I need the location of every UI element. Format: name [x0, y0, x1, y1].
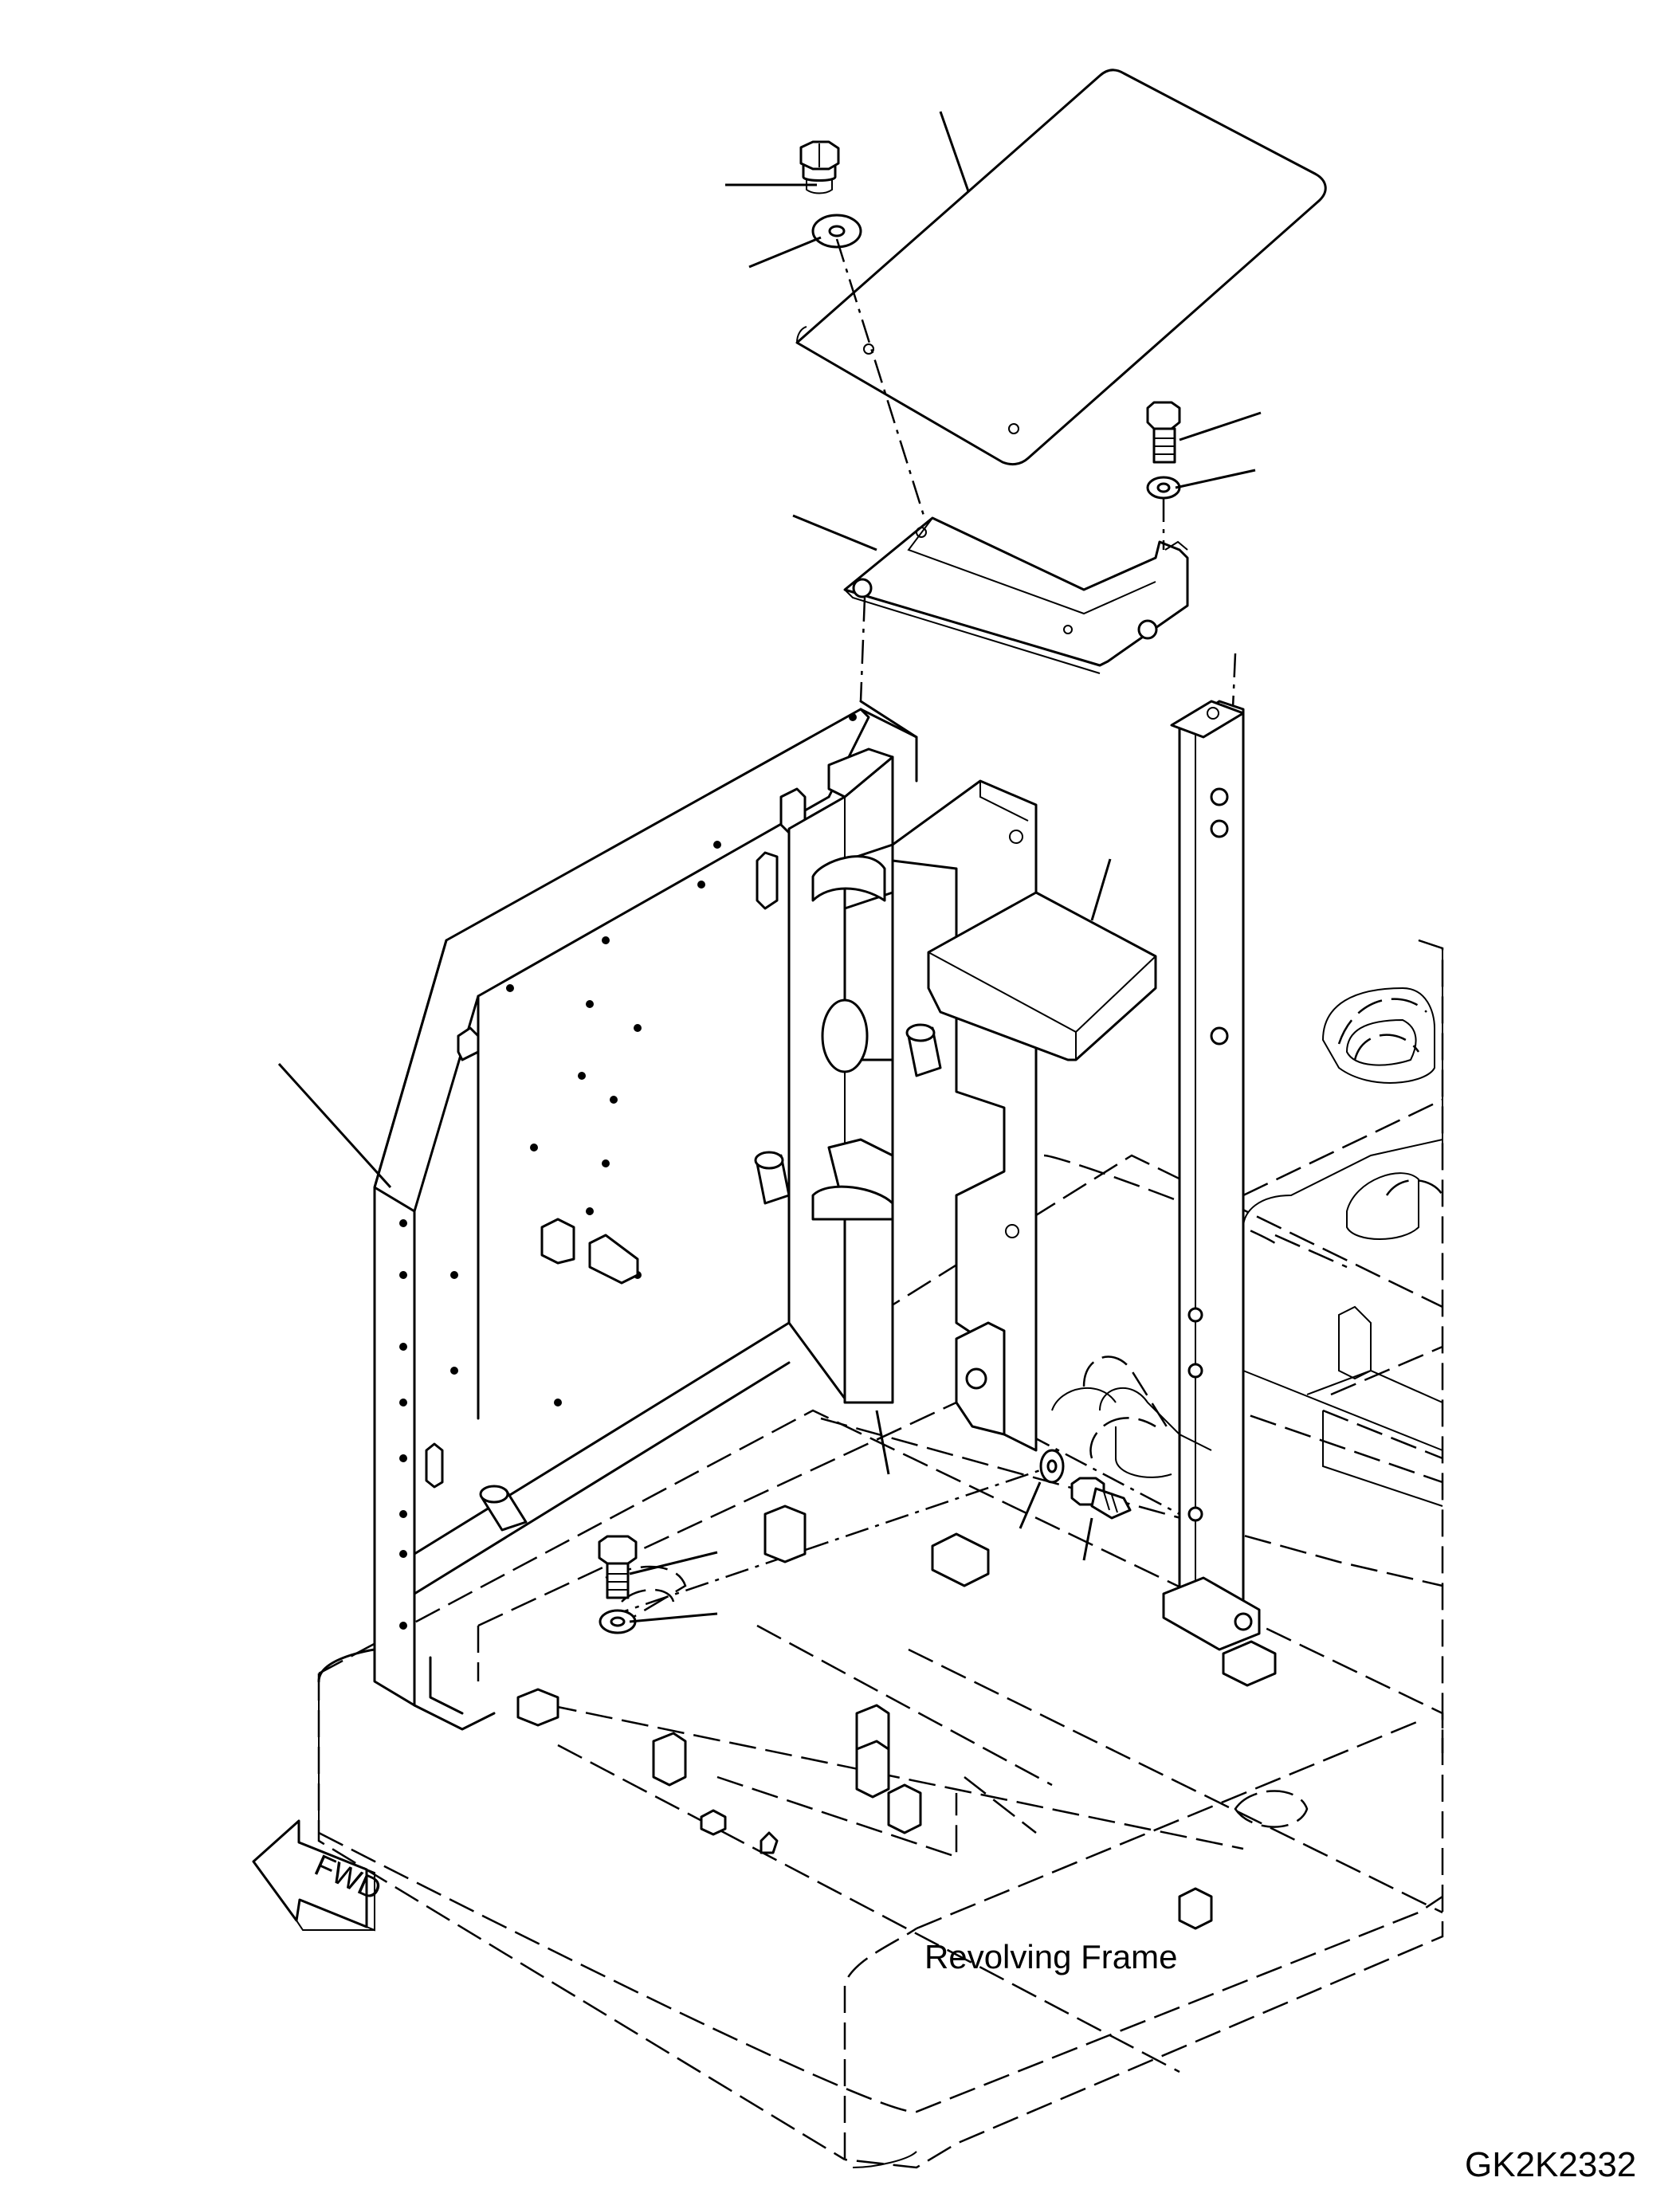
drawing-code: GK2K2332	[1465, 2145, 1637, 2184]
background-structure	[1051, 940, 1443, 1507]
frame-blocks	[516, 1505, 1213, 1930]
support-stay	[1162, 700, 1277, 1687]
side-plate	[891, 779, 1038, 1452]
washer-top-left	[811, 214, 862, 249]
washer-top-right	[1146, 476, 1181, 500]
partition-panel	[373, 700, 918, 1731]
bolt-bottom-left	[598, 1535, 638, 1599]
spacer-pins	[479, 1023, 942, 1532]
assembly-centerlines	[605, 238, 1237, 1619]
foam-block	[927, 891, 1157, 1061]
revolving-frame-label: Revolving Frame	[924, 1938, 1178, 1975]
vertical-channel	[787, 747, 894, 1404]
revolving-frame-body	[317, 1648, 917, 2168]
top-bracket	[843, 516, 1189, 674]
callout-leaders	[277, 111, 1262, 1623]
washer-bottom-right	[1039, 1449, 1065, 1484]
bolt-top-left	[799, 140, 840, 194]
cover-plate	[795, 69, 1327, 466]
bolt-bottom-right	[1070, 1477, 1132, 1520]
bolt-top-right	[1146, 401, 1181, 464]
